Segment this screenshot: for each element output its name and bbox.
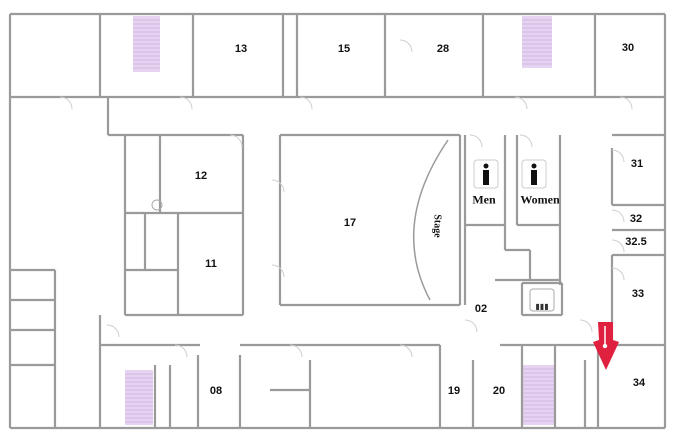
room-34-label[interactable]: 34 <box>632 377 646 389</box>
door[interactable] <box>611 239 625 253</box>
men-figure-body-icon <box>483 170 489 185</box>
room-20-label[interactable]: 20 <box>492 385 506 397</box>
door[interactable] <box>271 179 285 193</box>
room-08-label[interactable]: 08 <box>209 385 223 397</box>
door[interactable] <box>611 149 625 163</box>
room-15-label[interactable]: 15 <box>337 43 351 55</box>
utility-symbol-icon <box>151 199 163 211</box>
room-30-label[interactable]: 30 <box>621 42 635 54</box>
room-12-label[interactable]: 12 <box>194 170 208 182</box>
women-figure-body-icon <box>531 170 537 185</box>
room-32-5-label[interactable]: 32.5 <box>625 236 647 248</box>
door[interactable] <box>289 344 303 358</box>
door[interactable] <box>619 96 633 110</box>
room-32-label[interactable]: 32 <box>629 213 643 225</box>
door[interactable] <box>519 134 533 148</box>
door[interactable] <box>514 96 528 110</box>
door[interactable] <box>106 324 120 338</box>
stairwell[interactable] <box>522 16 552 68</box>
door[interactable] <box>611 209 625 223</box>
room-02-label[interactable]: 02 <box>474 303 488 315</box>
door[interactable] <box>611 267 625 281</box>
door[interactable] <box>179 96 193 110</box>
door[interactable] <box>271 264 285 278</box>
mens-restroom-label[interactable]: Men <box>472 192 496 207</box>
door[interactable] <box>174 344 188 358</box>
room-11-label[interactable]: 11 <box>205 258 217 270</box>
door[interactable] <box>399 344 413 358</box>
elevator-icon[interactable] <box>529 288 555 312</box>
door[interactable] <box>399 39 413 53</box>
door[interactable] <box>59 96 73 110</box>
door[interactable] <box>464 319 478 333</box>
door[interactable] <box>469 134 483 148</box>
womens-restroom-label[interactable]: Women <box>520 192 560 207</box>
stairwell[interactable] <box>125 370 153 425</box>
elevator-people-icon: ▮▮▮ <box>535 302 548 311</box>
men-figure-head-icon <box>483 163 489 169</box>
marker-dot <box>602 343 608 349</box>
door[interactable] <box>299 96 313 110</box>
door[interactable] <box>579 319 593 333</box>
room-31-label[interactable]: 31 <box>630 158 644 170</box>
room-17-label[interactable]: 17 <box>343 217 357 229</box>
stairwell[interactable] <box>522 365 554 425</box>
room-33-label[interactable]: 33 <box>631 288 645 300</box>
stage-label: Stage <box>431 214 443 238</box>
room-13-label[interactable]: 13 <box>234 43 248 55</box>
stage-edge <box>412 139 449 301</box>
room-28-label[interactable]: 28 <box>436 43 450 55</box>
women-figure-head-icon <box>531 163 537 169</box>
room-19-label[interactable]: 19 <box>447 385 461 397</box>
door[interactable] <box>229 134 243 148</box>
